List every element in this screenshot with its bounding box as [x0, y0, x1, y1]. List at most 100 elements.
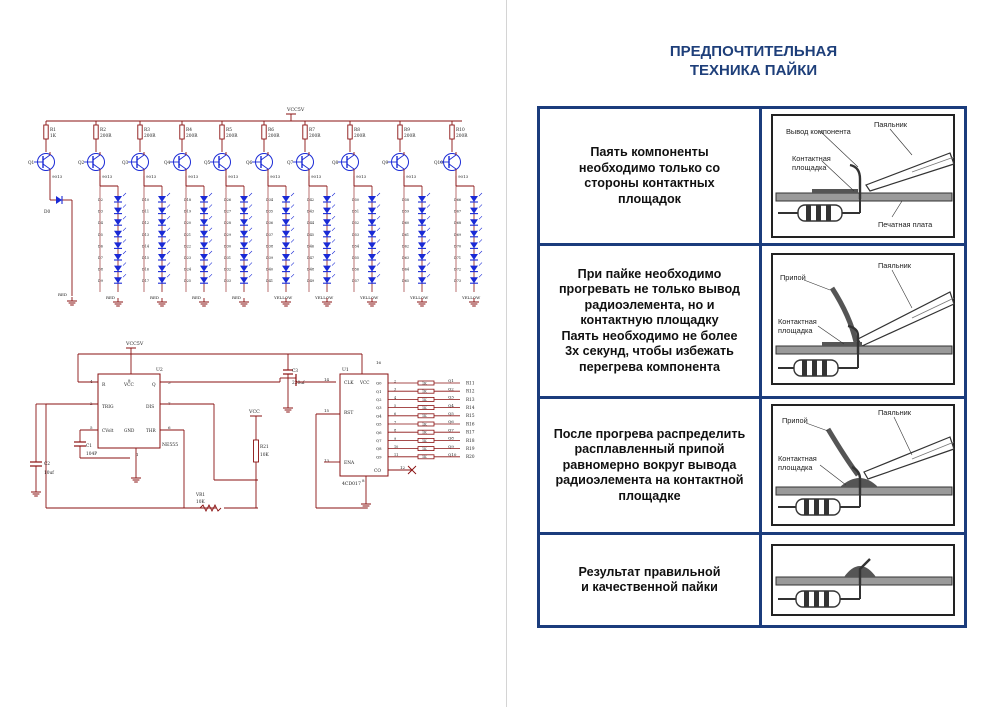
resistor-symbol [93, 124, 99, 140]
transistor-symbol [178, 154, 187, 161]
led-label: D5 [98, 233, 103, 237]
resistor-symbol [219, 124, 225, 140]
led-symbol [478, 204, 483, 208]
capacitor-label: C1 [86, 444, 92, 449]
led-label: D16 [142, 268, 149, 272]
chip-output-label: Q0 [376, 381, 382, 386]
led-symbol [418, 242, 426, 249]
chip-output-label: Q3 [376, 405, 382, 410]
led-label: D37 [266, 233, 273, 237]
resistor-value: 1K [422, 447, 427, 451]
led-symbol [470, 196, 478, 202]
led-label: D56 [352, 268, 359, 272]
label-lead: Вывод компонента [786, 127, 852, 136]
text-line: 3х секунд, чтобы избежать [565, 344, 734, 359]
led-symbol [200, 230, 208, 237]
pin-number: 10 [394, 445, 398, 449]
transistor-symbol [260, 163, 269, 170]
led-symbol [290, 204, 295, 208]
label-pad: Контактная [778, 317, 817, 326]
led-symbol [470, 219, 478, 226]
led-label: D41 [266, 279, 273, 283]
circuit-schematic: VCC5VR11KQ19013D0REDR2200RQ29013D2D3D4D5… [28, 107, 483, 513]
led-symbol [418, 230, 426, 237]
led-label: D10 [142, 198, 149, 202]
pin-number: 6 [168, 425, 171, 430]
page-divider [506, 0, 507, 707]
output-net-label: Q4 [448, 403, 454, 408]
led-label: D20 [184, 221, 191, 225]
heading-line-2: ТЕХНИКА ПАЙКИ [689, 62, 818, 79]
cd4017-chip [339, 373, 389, 477]
led-symbol [122, 215, 127, 220]
led-symbol [240, 196, 248, 202]
led-symbol [368, 207, 376, 214]
led-label: D57 [352, 279, 359, 283]
led-label: D61 [402, 233, 409, 237]
led-symbol [368, 230, 376, 237]
led-label: D46 [307, 244, 314, 248]
led-symbol [418, 196, 426, 202]
led-label: D2 [98, 198, 103, 202]
led-label: D63 [402, 256, 409, 260]
led-label: D26 [224, 198, 231, 202]
pin-number: 5 [394, 404, 396, 408]
led-symbol [478, 227, 483, 232]
heading-line-1: ПРЕДПОЧТИТЕЛЬНАЯ [669, 43, 838, 60]
output-net-label: Q8 [448, 436, 454, 441]
led-color-label: RED [150, 295, 159, 300]
led-symbol [470, 230, 478, 237]
no-connect [407, 465, 417, 475]
led-symbol [240, 277, 248, 284]
led-symbol [248, 250, 253, 255]
led-symbol [376, 262, 381, 266]
resistor-label: R10 [456, 128, 465, 133]
resistor-symbol [261, 124, 267, 140]
led-symbol [158, 207, 166, 214]
pin-number: 8 [128, 378, 131, 383]
text-line: расплавленный припой [574, 442, 725, 457]
led-symbol [158, 196, 166, 202]
schematic-label: DIS [146, 405, 154, 410]
label-solder: Припой [782, 416, 808, 425]
led-label: D44 [307, 221, 314, 225]
soldering-illustration: Припой Паяльник Контактная площадка [762, 246, 964, 396]
led-symbol [323, 196, 331, 202]
led-symbol [200, 196, 208, 202]
resistor-value: 1K [422, 414, 427, 418]
led-symbol [248, 192, 253, 197]
resistor-symbol [302, 124, 308, 140]
led-label: D0 [44, 210, 50, 215]
led-label: D36 [266, 221, 273, 225]
text-line: стороны контактных [584, 176, 715, 190]
led-label: D33 [224, 279, 231, 283]
led-label: D43 [307, 210, 314, 214]
led-symbol [376, 204, 381, 208]
ne555-chip [97, 373, 161, 449]
led-label: D35 [266, 210, 273, 214]
led-label: D24 [184, 268, 191, 272]
led-symbol [426, 215, 431, 220]
soldering-technique-table: Паять компоненты необходимо только со ст… [537, 106, 967, 628]
transistor-symbol [92, 163, 101, 170]
resistor-value: 200R [268, 134, 280, 139]
led-symbol [240, 230, 248, 237]
led-label: D6 [98, 244, 103, 248]
vcc-label: VCC5V [286, 107, 305, 113]
transistor-symbol [301, 163, 310, 170]
output-resistor-label: R14 [466, 405, 475, 410]
led-color-label: YELLOW [314, 295, 334, 300]
led-label: D70 [454, 244, 461, 248]
transistor-symbol [92, 154, 101, 161]
resistor-value: 1K [422, 455, 427, 459]
output-resistor-label: R13 [466, 397, 475, 402]
transistor-symbol [136, 154, 145, 161]
led-color-label: RED [106, 295, 115, 300]
pin-number: 7 [394, 420, 396, 424]
resistor-label: R4 [186, 128, 192, 133]
led-symbol [158, 219, 166, 226]
led-color-label: RED [232, 295, 241, 300]
led-label: D45 [307, 233, 314, 237]
led-symbol [122, 227, 127, 232]
led-symbol [248, 239, 253, 243]
